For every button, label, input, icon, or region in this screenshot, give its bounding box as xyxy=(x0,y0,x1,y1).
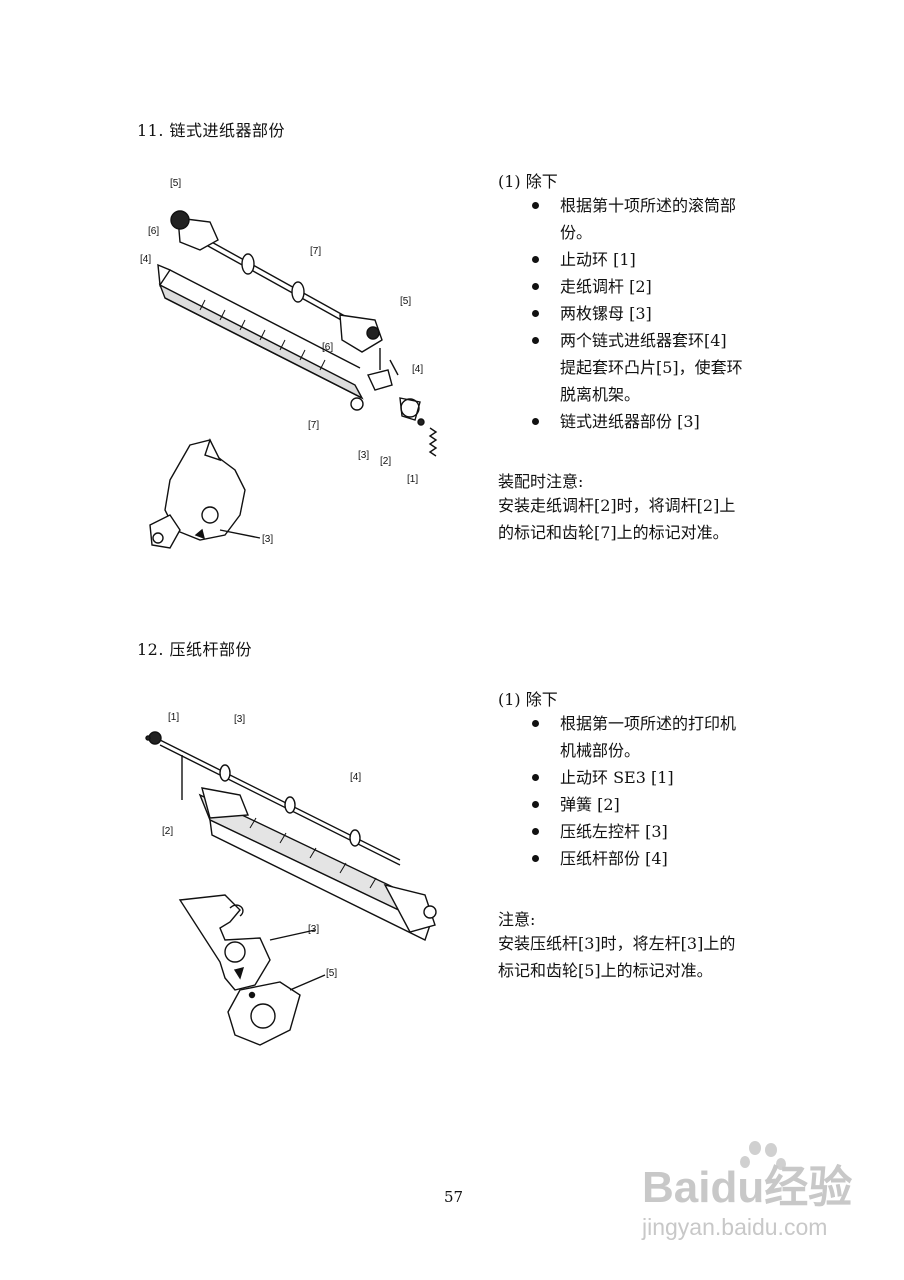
fig11-label-5b: [5] xyxy=(400,296,411,307)
list-item-continuation: 机械部份。 xyxy=(530,737,810,764)
fig11-label-3a: [3] xyxy=(358,450,369,461)
list-item: 根据第一项所述的打印机 xyxy=(530,710,810,737)
fig12-label-2: [2] xyxy=(162,826,173,837)
section-title-11: 11. 链式进纸器部份 xyxy=(137,121,286,140)
note-line: 安装走纸调杆[2]时，将调杆[2]上 xyxy=(498,496,736,515)
fig11-label-4b: [4] xyxy=(412,364,423,375)
list-item: 止动环 [1] xyxy=(530,246,810,273)
fig11-label-6b: [6] xyxy=(322,342,333,353)
list-item-text: 脱离机架。 xyxy=(560,385,641,404)
fig11-label-4a: [4] xyxy=(140,254,151,265)
list-item-continuation: 提起套环凸片[5]，使套环 xyxy=(530,354,810,381)
fig11-label-7a: [7] xyxy=(310,246,321,257)
fig12-label-3b: [3] xyxy=(308,924,319,935)
baidu-watermark: Baidu经验 jingyan.baidu.com xyxy=(641,1141,852,1240)
list-item: 走纸调杆 [2] xyxy=(530,273,810,300)
remove-list-12: 根据第一项所述的打印机 机械部份。 止动环 SE3 [1] 弹簧 [2] 压纸左… xyxy=(530,710,810,872)
note-title-12: 注意: xyxy=(498,910,536,929)
note-line: 标记和齿轮[5]上的标记对准。 xyxy=(498,961,713,980)
fig11-label-6a: [6] xyxy=(148,226,159,237)
paw-logo-icon xyxy=(740,1141,786,1170)
note-body-12: 安装压纸杆[3]时，将左杆[3]上的 标记和齿轮[5]上的标记对准。 xyxy=(498,930,735,984)
list-item: 止动环 SE3 [1] xyxy=(530,764,810,791)
fig11-label-5a: [5] xyxy=(170,178,181,189)
remove-heading-12: (1) 除下 xyxy=(498,690,558,709)
remove-list-11: 根据第十项所述的滚筒部 份。 止动环 [1] 走纸调杆 [2] 两枚镙母 [3]… xyxy=(530,192,810,435)
list-item: 两枚镙母 [3] xyxy=(530,300,810,327)
list-item-text: 机械部份。 xyxy=(560,741,641,760)
list-item: 根据第十项所述的滚筒部 xyxy=(530,192,810,219)
fig12-label-4: [4] xyxy=(350,772,361,783)
list-item: 弹簧 [2] xyxy=(530,791,810,818)
list-item-continuation: 份。 xyxy=(530,219,810,246)
list-item-text: 份。 xyxy=(560,223,593,242)
list-item: 两个链式进纸器套环[4] xyxy=(530,327,810,354)
fig11-label-1: [1] xyxy=(407,474,418,485)
fig12-label-5: [5] xyxy=(326,968,337,979)
chain-feeder-diagram: [5] [6] [7] [4] [5] [6] [4] [7] [3] [2] … xyxy=(140,178,438,549)
list-item: 压纸左控杆 [3] xyxy=(530,818,810,845)
section-title-12: 12. 压纸杆部份 xyxy=(137,640,253,659)
paper-bail-diagram: [1] [3] [4] [2] [3] [5] xyxy=(145,712,437,1046)
fig12-label-3a: [3] xyxy=(234,714,245,725)
note-title-11: 装配时注意: xyxy=(498,472,584,491)
fig11-label-3b: [3] xyxy=(262,534,273,545)
list-item: 压纸杆部份 [4] xyxy=(530,845,810,872)
list-item-text: 提起套环凸片[5]，使套环 xyxy=(560,358,743,377)
note-line: 安装压纸杆[3]时，将左杆[3]上的 xyxy=(498,934,736,953)
note-line: 的标记和齿轮[7]上的标记对准。 xyxy=(498,523,729,542)
watermark-url: jingyan.baidu.com xyxy=(641,1214,827,1240)
remove-heading-11: (1) 除下 xyxy=(498,172,558,191)
note-body-11: 安装走纸调杆[2]时，将调杆[2]上 的标记和齿轮[7]上的标记对准。 xyxy=(498,492,735,546)
fig11-label-7b: [7] xyxy=(308,420,319,431)
fig11-label-2: [2] xyxy=(380,456,391,467)
watermark-brand: Baidu经验 xyxy=(642,1163,852,1212)
page-number: 57 xyxy=(444,1188,464,1206)
list-item-continuation: 脱离机架。 xyxy=(530,381,810,408)
fig12-label-1: [1] xyxy=(168,712,179,723)
list-item: 链式进纸器部份 [3] xyxy=(530,408,810,435)
